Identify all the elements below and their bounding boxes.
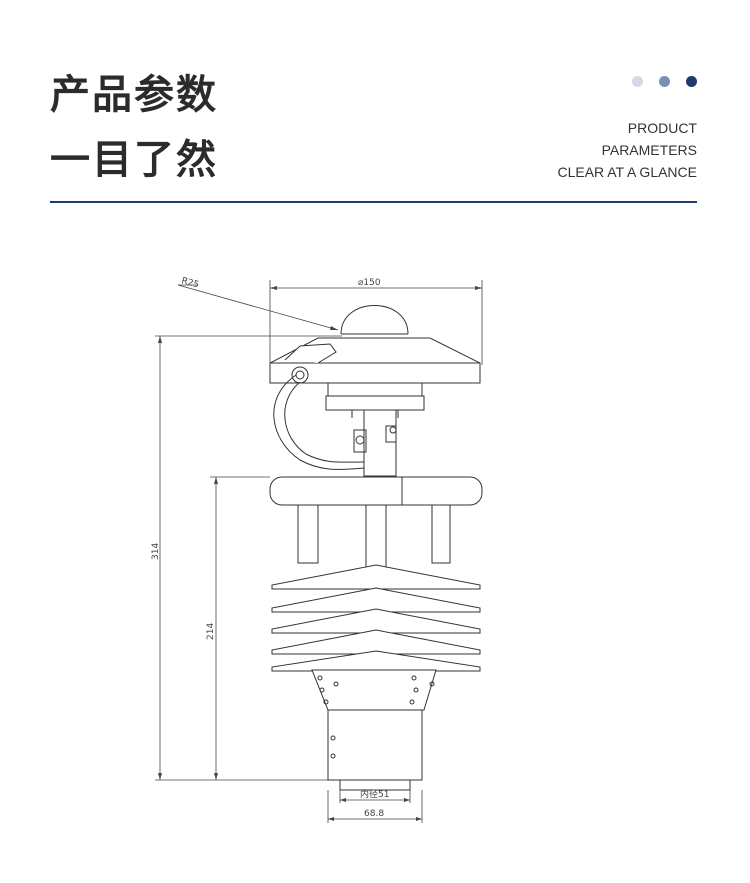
subtitle-line: PRODUCT: [627, 120, 697, 136]
header-divider: [50, 201, 697, 203]
decorative-dots: [632, 76, 697, 87]
label-inner-diameter: 内径51: [360, 788, 389, 800]
label-base-width: 68.8: [364, 809, 384, 819]
arrowheads: [158, 286, 482, 821]
label-radius: R25: [180, 276, 200, 290]
subtitle-line: CLEAR AT A GLANCE: [557, 164, 697, 180]
page-title-line2: 一目了然: [50, 137, 218, 183]
page-title-line1: 产品参数: [50, 72, 218, 118]
dot-light: [632, 76, 643, 87]
sensor-outline: [269, 305, 483, 791]
dimension-lines: [155, 280, 483, 823]
label-lower-height: 214: [206, 623, 216, 640]
label-total-height: 314: [151, 543, 161, 560]
label-top-diameter: ⌀150: [358, 278, 381, 288]
dot-dark: [686, 76, 697, 87]
subtitle-line: PARAMETERS: [601, 142, 697, 158]
dimension-labels: R25 ⌀150 314 214 内径51 68.8: [151, 276, 389, 819]
english-subtitle: PRODUCT PARAMETERS CLEAR AT A GLANCE: [557, 117, 697, 183]
dot-medium: [659, 76, 670, 87]
